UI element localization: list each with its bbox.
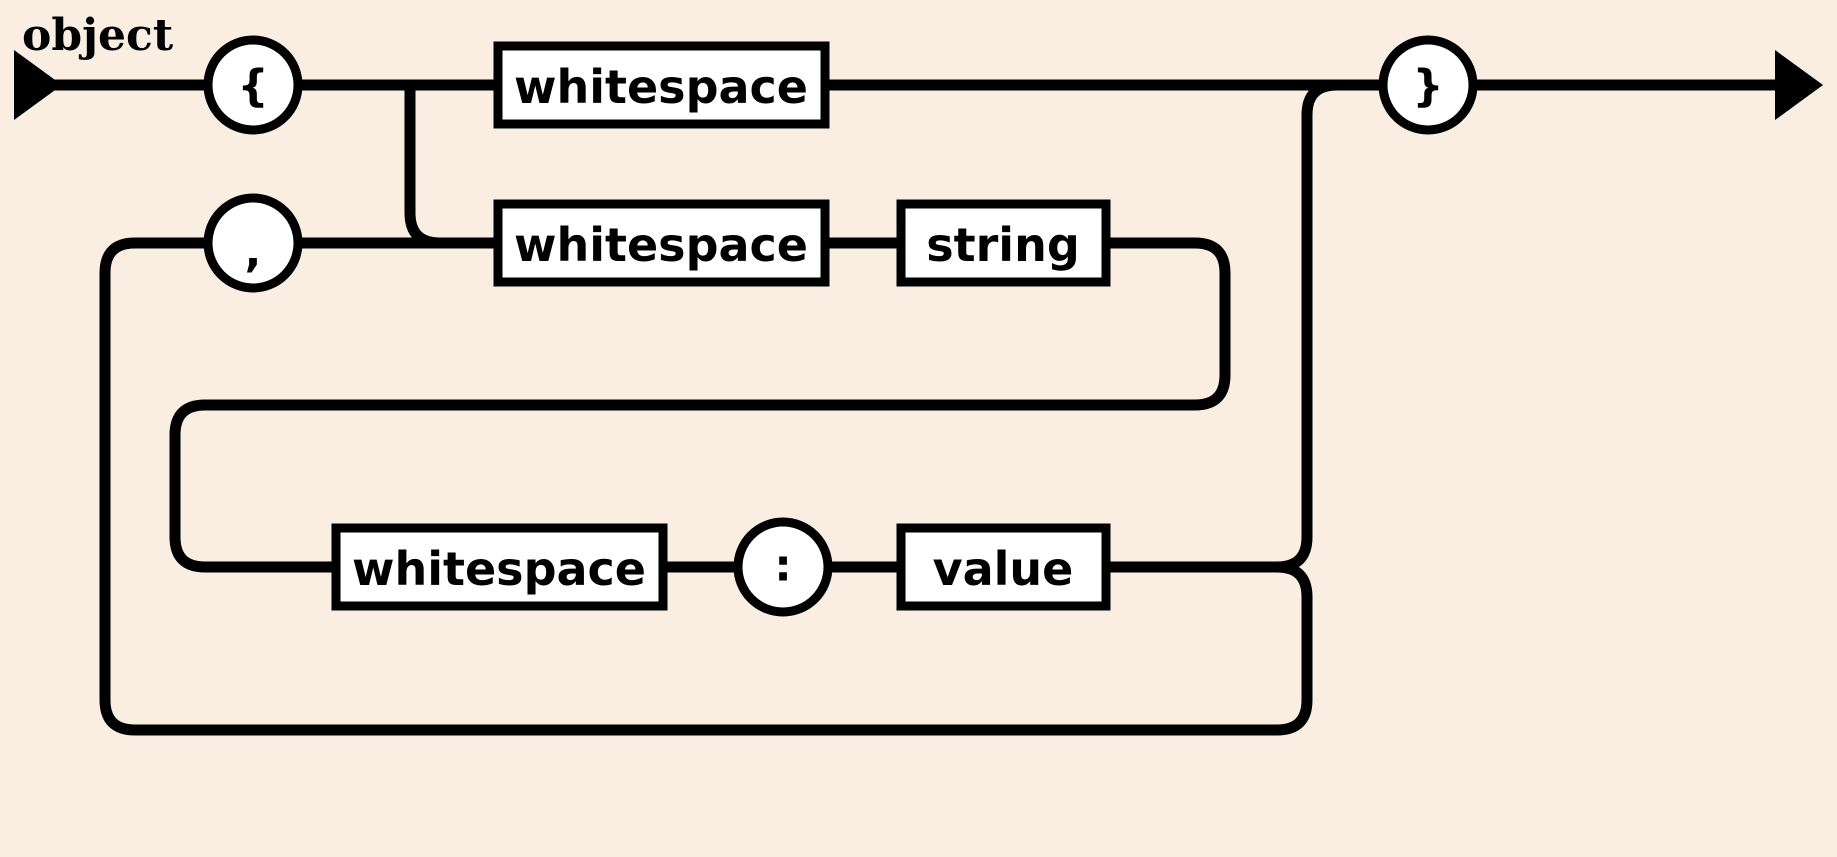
terminal-open-brace[interactable]: { [203,35,303,135]
arrowhead-group [14,50,1823,120]
value-box[interactable] [896,523,1111,611]
track-value-up-to-close-brace [1106,79,1383,573]
whitespace-bottom-label: whitespace [352,542,646,596]
comma-label: , [245,227,262,278]
start-arrow-icon [14,50,62,120]
close-brace-circle[interactable] [1378,35,1478,135]
comma-circle[interactable] [203,193,303,293]
whitespace-top-box[interactable] [493,41,830,129]
open-brace-circle[interactable] [203,35,303,135]
nonterminal-whitespace-top[interactable]: whitespace [493,41,830,129]
terminal-comma[interactable]: , [203,193,303,293]
track-open-brace-branch-down-to-whitespace-mid [404,85,498,249]
open-brace-label: { [237,61,268,112]
string-label: string [926,218,1080,272]
rule-name-label: object [22,10,174,61]
whitespace-top-label: whitespace [514,60,808,114]
nonterminal-string[interactable]: string [896,199,1111,287]
terminal-close-brace[interactable]: } [1378,35,1478,135]
colon-circle[interactable] [733,517,833,617]
string-box[interactable] [896,199,1111,287]
close-brace-label: } [1412,61,1443,112]
whitespace-mid-box[interactable] [493,199,830,287]
nonterminal-whitespace-mid[interactable]: whitespace [493,199,830,287]
whitespace-mid-label: whitespace [514,218,808,272]
whitespace-bottom-box[interactable] [331,523,668,611]
value-label: value [933,542,1074,596]
end-arrow-icon [1775,50,1823,120]
terminal-colon[interactable]: : [733,517,833,617]
track-group [40,79,1800,736]
track-loop-back-to-comma [99,237,1313,736]
track-string-to-whitespace-bottom [169,237,1231,573]
nonterminal-value[interactable]: value [896,523,1111,611]
colon-label: : [774,541,792,592]
nonterminal-whitespace-bottom[interactable]: whitespace [331,523,668,611]
